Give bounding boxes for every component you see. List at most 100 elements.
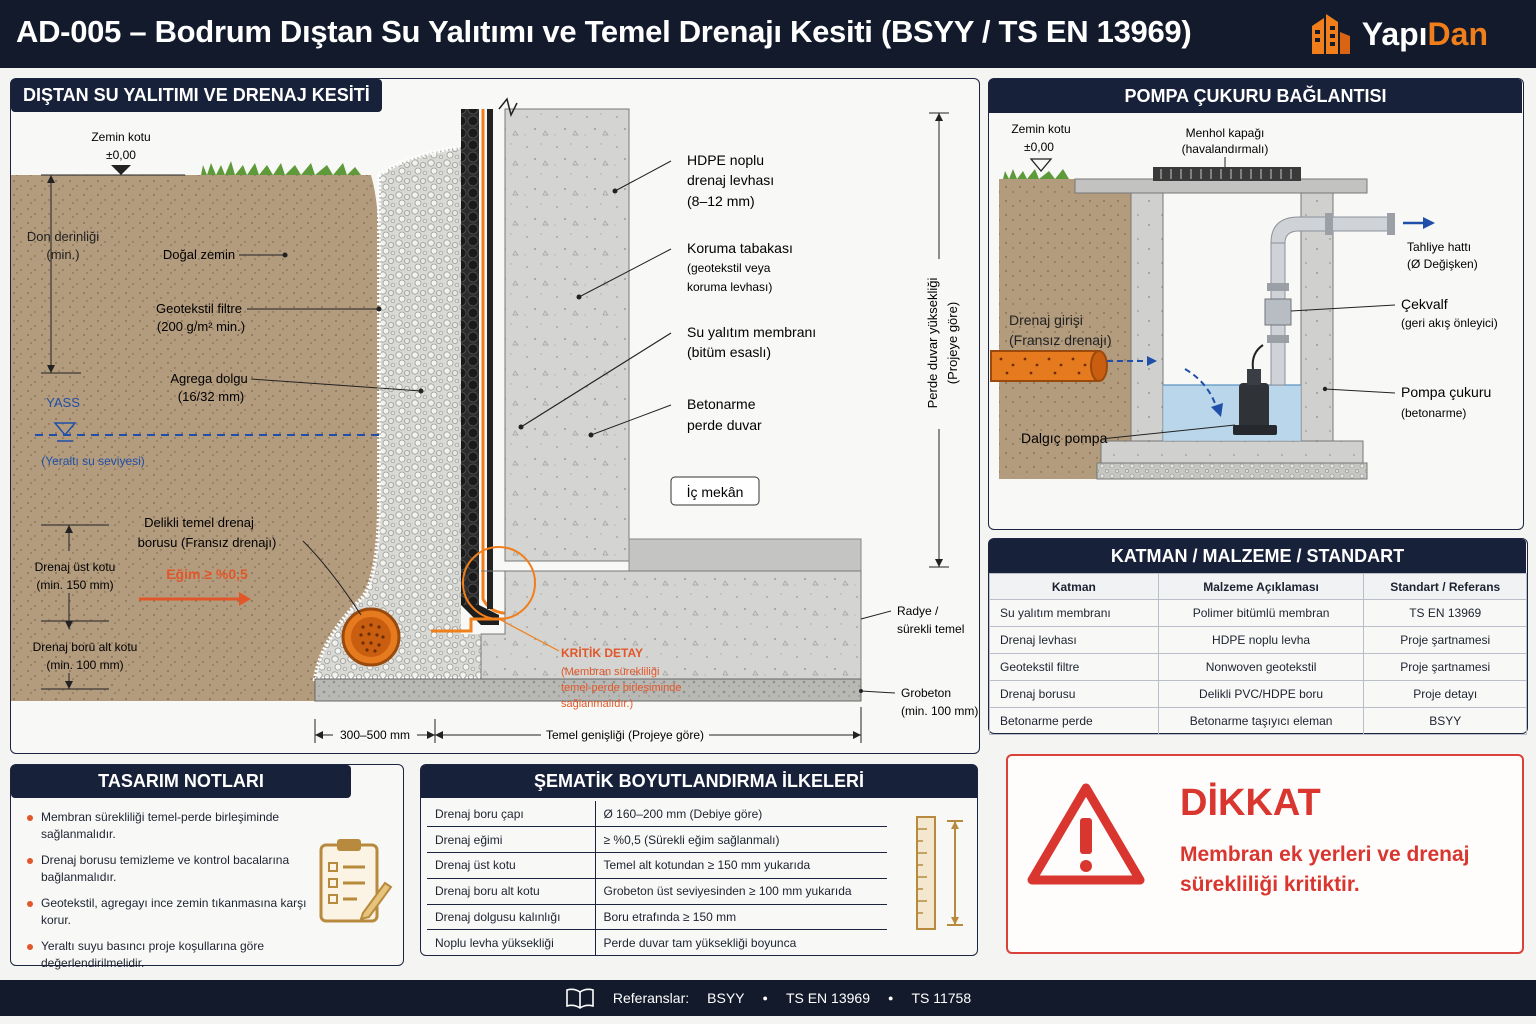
foundation-label: Radye / bbox=[897, 604, 939, 618]
svg-text:borusu (Fransız drenajı): borusu (Fransız drenajı) bbox=[138, 535, 277, 550]
svg-text:(Projeye göre): (Projeye göre) bbox=[945, 302, 960, 384]
svg-text:sağlanmalıdır.): sağlanmalıdır.) bbox=[561, 698, 633, 710]
svg-text:(16/32 mm): (16/32 mm) bbox=[178, 389, 244, 404]
aggregate-fill bbox=[315, 147, 481, 679]
table-row: Su yalıtım membranı Polimer bitümlü memb… bbox=[989, 599, 1527, 627]
page-title: AD-005 – Bodrum Dıştan Su Yalıtımı ve Te… bbox=[16, 14, 1192, 49]
pump-drawing: Zemin kotu ±0,00 Menhol kapağı (havaland… bbox=[990, 122, 1498, 480]
dims-title: ŞEMATİK BOYUTLANDIRMA İLKELERİ bbox=[421, 765, 977, 798]
pit-wall-left bbox=[1130, 192, 1164, 464]
svg-text:drenaj levhası: drenaj levhası bbox=[687, 172, 774, 188]
svg-text:koruma levhası): koruma levhası) bbox=[687, 280, 772, 294]
pump-panel: POMPA ÇUKURU BAĞLANTISI bbox=[988, 78, 1524, 530]
geotextile-label: Geotekstil filtre bbox=[156, 301, 242, 316]
svg-text:(Membran sürekliliği: (Membran sürekliliği bbox=[561, 666, 659, 678]
warning-panel: DİKKAT Membran ek yerleri ve drenaj süre… bbox=[1006, 754, 1524, 954]
gravel-width-dim: 300–500 mm bbox=[340, 728, 410, 742]
svg-text:(Fransız drenajı): (Fransız drenajı) bbox=[1009, 332, 1112, 348]
groundwater-label: YASS bbox=[46, 395, 80, 410]
svg-text:±0,00: ±0,00 bbox=[1024, 140, 1054, 154]
svg-text:temel-perde birleşiminde: temel-perde birleşiminde bbox=[561, 682, 681, 694]
list-item: Membran sürekliliği temel-perde birleşim… bbox=[27, 809, 313, 843]
building-logo-icon bbox=[1311, 14, 1350, 54]
book-icon bbox=[566, 988, 594, 1009]
drain-bottom-level-label: Drenaj borū alt kotu bbox=[33, 640, 138, 654]
table-row: Geotekstil filtre Nonwoven geotekstil Pr… bbox=[989, 653, 1527, 681]
table-row: Drenaj eğimi≥ %0,5 (Sürekli eğim sağlanm… bbox=[427, 826, 887, 854]
hdpe-dimple-board bbox=[461, 109, 479, 605]
ground-level-value: ±0,00 bbox=[106, 148, 136, 162]
svg-text:(200 g/m² min.): (200 g/m² min.) bbox=[157, 319, 245, 334]
table-row: Betonarme perde Betonarme taşıyıcı elema… bbox=[989, 707, 1527, 735]
header-bar: AD-005 – Bodrum Dıştan Su Yalıtımı ve Te… bbox=[0, 0, 1536, 68]
footer-bar: Referanslar: BSYY ● TS EN 13969 ● TS 117… bbox=[0, 980, 1536, 1016]
svg-text:(min.): (min.) bbox=[46, 247, 79, 262]
discharge-label: Tahliye hattı bbox=[1407, 240, 1471, 254]
svg-text:(geri akış önleyici): (geri akış önleyici) bbox=[1401, 316, 1498, 330]
brand-name: YapıDan bbox=[1361, 15, 1488, 52]
warning-text: Membran ek yerleri ve drenaj sürekliliği… bbox=[1180, 843, 1470, 896]
critical-detail-label: KRİTİK DETAY bbox=[561, 645, 643, 660]
list-item: Drenaj borusu temizleme ve kontrol bacal… bbox=[27, 852, 313, 886]
ruler-icon bbox=[916, 816, 963, 930]
raft-foundation bbox=[480, 570, 862, 680]
list-item: Yeraltı suyu basıncı proje koşullarına g… bbox=[27, 938, 313, 972]
slope-label: Eğim ≥ %0,5 bbox=[166, 566, 248, 582]
check-valve-label: Çekvalf bbox=[1401, 296, 1448, 312]
footer-ref: BSYY bbox=[707, 990, 745, 1006]
drain-pipe-label: Delikli temel drenaj bbox=[144, 515, 254, 530]
aggregate-label: Agrega dolgu bbox=[170, 371, 247, 386]
table-row: Drenaj levhası HDPE noplu levha Proje şa… bbox=[989, 626, 1527, 654]
pump-pit-label: Pompa çukuru bbox=[1401, 384, 1491, 400]
drain-top-level-label: Drenaj üst kotu bbox=[35, 560, 116, 574]
materials-title: KATMAN / MALZEME / STANDART bbox=[989, 539, 1526, 573]
hdpe-label: HDPE noplu bbox=[687, 152, 764, 168]
wall-label: Betonarme bbox=[687, 396, 756, 412]
concrete-wall bbox=[504, 108, 630, 562]
svg-text:(min. 100 mm): (min. 100 mm) bbox=[901, 704, 978, 718]
foundation-width-dim: Temel genişliği (Projeye göre) bbox=[546, 728, 704, 742]
pit-wall-right bbox=[1300, 192, 1334, 464]
grass bbox=[201, 161, 361, 175]
footer-ref: TS EN 13969 bbox=[785, 990, 870, 1006]
water-level-icon bbox=[53, 422, 77, 437]
notes-panel: TASARIM NOTLARI Membran sürekliliği teme… bbox=[10, 764, 404, 970]
pump-ground-level-label: Zemin kotu bbox=[1011, 122, 1070, 136]
check-valve bbox=[1264, 298, 1292, 326]
svg-text:(geotekstil veya: (geotekstil veya bbox=[687, 261, 771, 275]
materials-table: Katman Malzeme Açıklaması Standart / Ref… bbox=[989, 573, 1527, 735]
pit-water bbox=[1163, 385, 1301, 441]
svg-text:sürekli temel: sürekli temel bbox=[897, 622, 964, 636]
svg-text:(havalandırmalı): (havalandırmalı) bbox=[1182, 142, 1269, 156]
svg-text:(min. 150 mm): (min. 150 mm) bbox=[36, 578, 113, 592]
dims-panel: ŞEMATİK BOYUTLANDIRMA İLKELERİ Drenaj bo… bbox=[420, 764, 978, 956]
footer-label: Referanslar: bbox=[612, 990, 690, 1006]
footer-ref: TS 11758 bbox=[911, 990, 972, 1006]
section-title: DIŞTAN SU YALITIMI VE DRENAJ KESİTİ bbox=[11, 79, 382, 112]
level-triangle-icon bbox=[1029, 158, 1053, 173]
svg-text:(Ø Değişken): (Ø Değişken) bbox=[1407, 257, 1478, 271]
svg-text:(8–12 mm): (8–12 mm) bbox=[687, 193, 755, 209]
brand-logo: YapıDan bbox=[1306, 10, 1488, 58]
drain-inlet-label: Drenaj girişi bbox=[1009, 312, 1083, 328]
natural-soil bbox=[11, 175, 380, 701]
lean-concrete-label: Grobeton bbox=[901, 686, 951, 700]
manhole-cover bbox=[1153, 167, 1301, 181]
ground-level-label: Zemin kotu bbox=[91, 130, 150, 144]
frost-depth-label: Don derinliği bbox=[27, 229, 99, 244]
outflow-arrow-icon bbox=[1423, 217, 1435, 229]
materials-panel: KATMAN / MALZEME / STANDART Katman Malze… bbox=[988, 538, 1528, 735]
manhole-label: Menhol kapağı bbox=[1186, 126, 1265, 140]
level-triangle-icon bbox=[111, 165, 131, 175]
interior-label: İç mekân bbox=[687, 483, 744, 500]
drain-inlet-pipe bbox=[990, 350, 1100, 382]
submersible-pump-label: Dalgıç pompa bbox=[1021, 430, 1108, 446]
geotextile-filter bbox=[312, 145, 481, 681]
list-item: Geotekstil, agregayı ince zemin tıkanmas… bbox=[27, 895, 313, 929]
clipboard-icon bbox=[319, 839, 393, 923]
pit-base bbox=[1100, 440, 1364, 464]
